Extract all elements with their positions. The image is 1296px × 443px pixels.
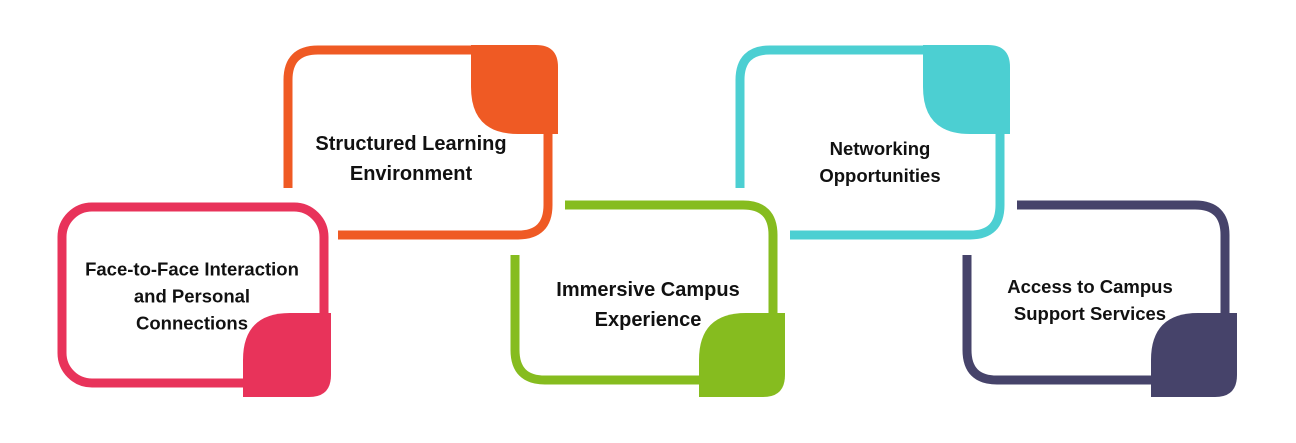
label-line: Environment xyxy=(349,163,473,185)
leaf-accent-step-5 xyxy=(1151,313,1237,397)
label-line: Structured Learning xyxy=(315,133,507,155)
label-line: Support Services xyxy=(1013,303,1167,324)
leaf-accent-step-2 xyxy=(471,45,558,134)
leaf-accent-step-4 xyxy=(923,45,1010,134)
label-line: Connections xyxy=(135,312,249,334)
label-line: Experience xyxy=(594,309,702,331)
label-line: Access to Campus xyxy=(1007,276,1173,297)
step-1-label: Face-to-Face Interaction and Personal Co… xyxy=(85,256,299,337)
label-line: Face-to-Face Interaction xyxy=(85,258,299,280)
label-line: and Personal xyxy=(133,285,251,307)
frame-step-1 xyxy=(57,202,329,388)
step-4-label: Networking Opportunities xyxy=(819,135,940,189)
leaf-accent-step-1 xyxy=(243,313,331,397)
label-line: Opportunities xyxy=(819,165,941,186)
step-2-label: Structured Learning Environment xyxy=(315,129,506,189)
step-5-label: Access to Campus Support Services xyxy=(1007,273,1173,327)
leaf-accent-step-3 xyxy=(699,313,785,397)
step-3-label: Immersive Campus Experience xyxy=(556,275,739,335)
label-line: Immersive Campus xyxy=(556,279,740,301)
label-line: Networking xyxy=(829,138,931,159)
